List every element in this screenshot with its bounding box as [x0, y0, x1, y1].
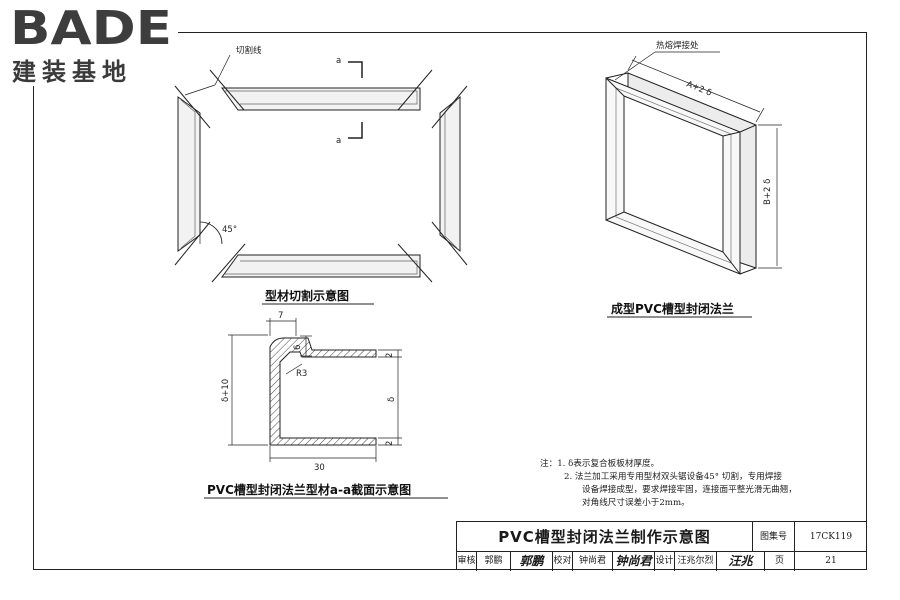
dim-2-bottom: 2 — [385, 441, 395, 446]
dim-delta: δ — [387, 397, 397, 402]
drawing-frame — [33, 32, 867, 570]
note-2: 2. 法兰加工采用专用型材双头锯设备45° 切割，专用焊接 — [564, 472, 782, 482]
profile-cutting-diagram — [174, 54, 468, 283]
dim-a-label: A+2 δ — [685, 80, 713, 99]
reviewer-signature: 郭鹏 — [511, 552, 553, 571]
note-3: 设备焊接成型，要求焊接牢固，连接面平整光滑无曲翘， — [582, 485, 797, 495]
logo: BADE 建装基地 — [8, 1, 178, 86]
note-row-1: 注：1. δ表示复合板板材厚度。 — [540, 458, 797, 471]
section-mark-top: a — [336, 56, 341, 66]
dim-b-label: B+2 δ — [763, 179, 773, 205]
dim-30: 30 — [314, 463, 325, 473]
section-caption: PVC槽型封闭法兰型材a-a截面示意图 — [207, 482, 411, 497]
dim-r3: R3 — [296, 369, 307, 379]
dim-delta-10: δ+10 — [221, 379, 231, 402]
reviewer: 郭鹏 — [477, 552, 511, 571]
angle-label: 45° — [222, 225, 237, 235]
atlas-number: 17CK119 — [795, 522, 867, 552]
cut-line-label: 切割线 — [236, 45, 262, 56]
dim-6: 6 — [293, 345, 303, 350]
title-block: PVC槽型封闭法兰制作示意图 图集号 17CK119 审核 郭鹏 郭鹏 校对 钟… — [456, 521, 867, 571]
check-label: 校对 — [553, 552, 573, 571]
weld-label: 热熔焊接处 — [656, 40, 699, 51]
note-4: 对角线尺寸误差小于2mm。 — [582, 498, 690, 508]
note-1: 1. δ表示复合板板材厚度。 — [557, 459, 660, 469]
logo-brand: BADE — [10, 1, 172, 55]
checker: 钟尚君 — [573, 552, 613, 571]
section-aa-diagram — [228, 318, 402, 462]
design-label: 设计 — [655, 552, 675, 571]
drawing-title: PVC槽型封闭法兰制作示意图 — [457, 522, 753, 552]
page-label: 页 — [765, 552, 795, 571]
designer-signature: 汪兆 — [717, 552, 765, 571]
section-mark-bottom: a — [336, 136, 341, 146]
logo-brand-text: BADE — [10, 2, 172, 54]
designer: 汪兆尔烈 — [675, 552, 717, 571]
formed-flange-caption: 成型PVC槽型封闭法兰 — [611, 301, 734, 316]
dim-7: 7 — [278, 311, 283, 321]
dim-2-top: 2 — [385, 353, 395, 358]
atlas-label: 图集号 — [753, 522, 795, 552]
logo-subtitle: 建装基地 — [12, 58, 132, 86]
notes: 注：1. δ表示复合板板材厚度。 2. 法兰加工采用专用型材双头锯设备45° 切… — [540, 458, 797, 510]
note-prefix: 注： — [540, 459, 558, 469]
profile-cutting-caption: 型材切割示意图 — [265, 288, 349, 303]
page-number: 21 — [825, 556, 837, 566]
formed-flange-diagram — [605, 51, 782, 275]
checker-signature: 钟尚君 — [613, 552, 655, 571]
review-label: 审核 — [457, 552, 477, 571]
